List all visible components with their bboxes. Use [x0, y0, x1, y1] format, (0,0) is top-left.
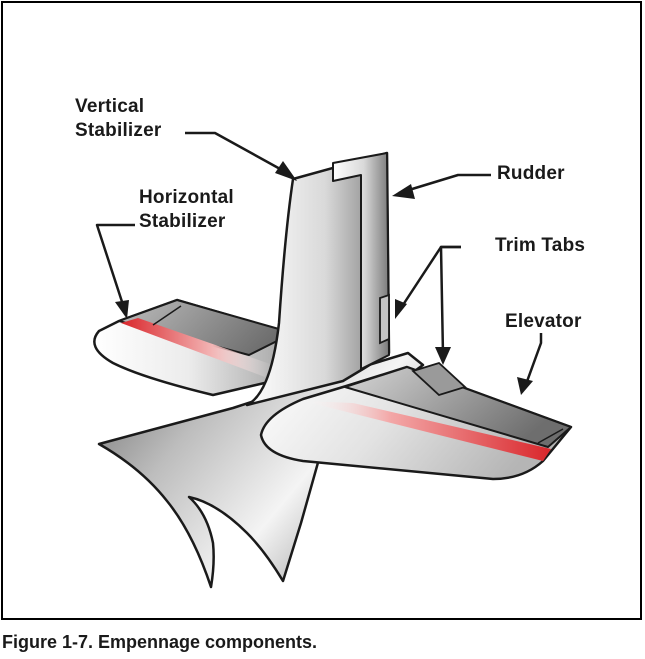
- trim-tab-rudder-arrowhead: [395, 299, 407, 319]
- elevator-leader: [523, 333, 543, 388]
- trim-tab-elevator-arrowhead: [435, 347, 451, 365]
- leader-lines: [95, 131, 543, 388]
- right-horizontal-stabilizer: [259, 361, 573, 481]
- horizontal-stabilizer-arrowhead: [115, 300, 129, 319]
- vertical-stabilizer-leader: [185, 131, 292, 177]
- trim-tabs-label: Trim Tabs: [495, 235, 586, 256]
- vertical-stabilizer-label: Vertical Stabilizer: [75, 95, 161, 143]
- vertical-stabilizer: [245, 151, 391, 407]
- rudder-label: Rudder: [497, 163, 565, 184]
- rudder-arrowhead: [392, 184, 415, 199]
- trim-tab-rudder-leader: [397, 245, 461, 312]
- rudder-leader: [398, 173, 491, 195]
- rudder: [332, 152, 390, 370]
- empennage-illustration: [93, 131, 573, 589]
- horizontal-stabilizer-label-line-1: Horizontal: [139, 187, 234, 208]
- left-horizontal-stabilizer: [93, 298, 305, 397]
- vertical-stabilizer-arrowhead: [275, 161, 297, 181]
- horizontal-stabilizer-label: Horizontal Stabilizer: [139, 186, 234, 234]
- trim-tab-elevator-leader: [439, 245, 461, 356]
- horizontal-stabilizer-label-line-2: Stabilizer: [139, 211, 226, 232]
- figure-caption: Figure 1-7. Empennage components.: [2, 632, 318, 652]
- elevator-arrowhead: [517, 377, 533, 395]
- figure-frame: Vertical Stabilizer Horizontal Stabilize…: [1, 1, 642, 620]
- horizontal-stabilizer-leader: [95, 223, 135, 312]
- vertical-stabilizer-label-line-1: Vertical: [75, 96, 145, 117]
- vertical-stabilizer-label-line-2: Stabilizer: [75, 120, 162, 141]
- leader-arrowheads: [115, 161, 533, 395]
- elevator-label: Elevator: [505, 311, 582, 332]
